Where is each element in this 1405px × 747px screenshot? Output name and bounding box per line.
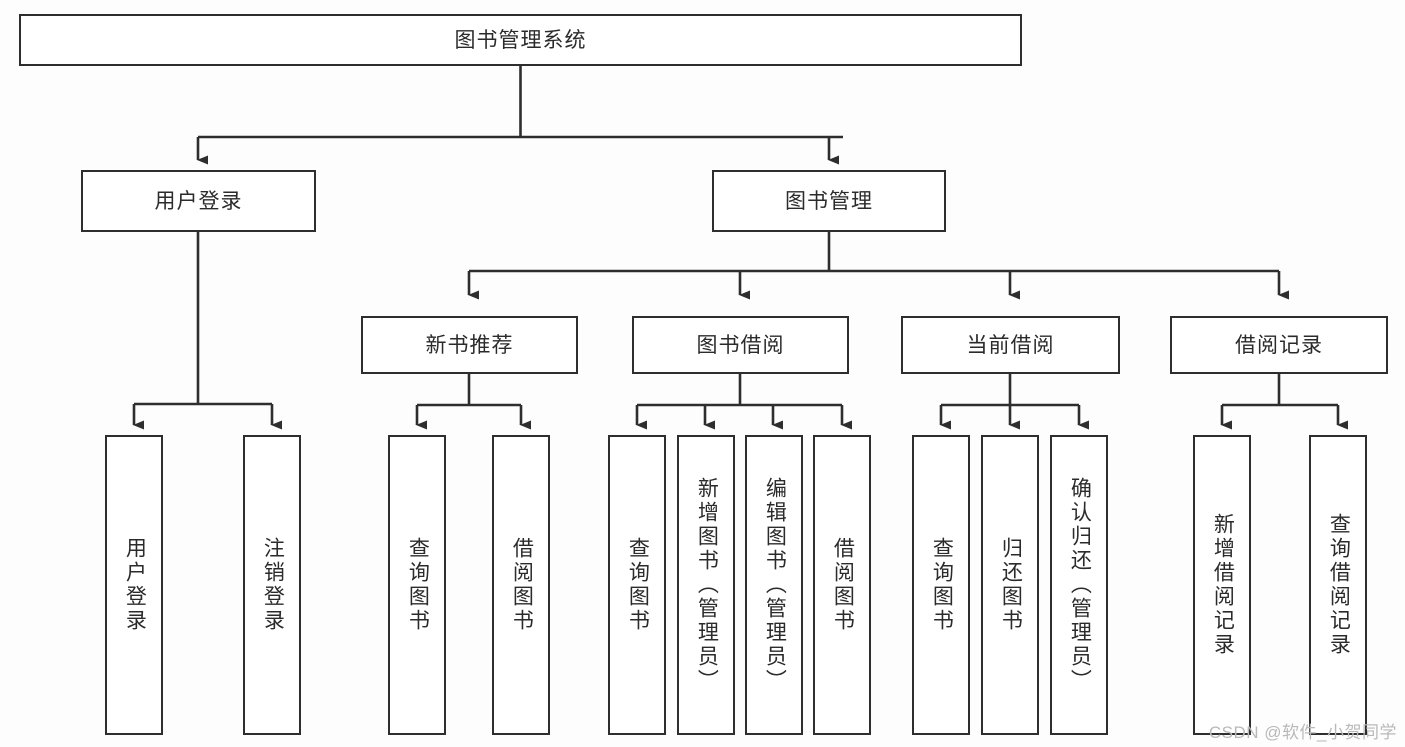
node-new-book-recommend-label: 新书推荐 [425,333,514,357]
leaf-book-borrow-edit[interactable]: 编辑图书（管理员） [745,435,803,735]
leaf-book-borrow-borrow[interactable]: 借阅图书 [813,435,871,735]
leaf-new-book-borrow[interactable]: 借阅图书 [492,435,550,735]
leaf-current-borrow-return-label: 归还图书 [999,537,1023,633]
leaf-user-login-logout-label: 注销登录 [261,537,285,633]
leaf-book-borrow-query[interactable]: 查询图书 [608,435,666,735]
leaf-user-login-login-label: 用户登录 [123,537,147,633]
node-current-borrow-label: 当前借阅 [966,333,1055,357]
leaf-new-book-query[interactable]: 查询图书 [388,435,446,735]
node-user-login[interactable]: 用户登录 [81,170,316,232]
leaf-current-borrow-confirm-return-label: 确认归还（管理员） [1068,477,1092,693]
node-book-borrow[interactable]: 图书借阅 [632,316,849,374]
leaf-borrow-record-query-label: 查询借阅记录 [1327,513,1351,657]
leaf-book-borrow-query-label: 查询图书 [626,537,650,633]
leaf-book-borrow-add[interactable]: 新增图书（管理员） [677,435,735,735]
node-borrow-record[interactable]: 借阅记录 [1170,316,1388,374]
leaf-user-login-logout[interactable]: 注销登录 [243,435,301,735]
node-root[interactable]: 图书管理系统 [19,14,1022,66]
leaf-current-borrow-query[interactable]: 查询图书 [912,435,970,735]
leaf-current-borrow-return[interactable]: 归还图书 [981,435,1039,735]
leaf-book-borrow-add-label: 新增图书（管理员） [695,477,719,693]
leaf-current-borrow-query-label: 查询图书 [930,537,954,633]
node-new-book-recommend[interactable]: 新书推荐 [361,316,578,374]
node-user-login-label: 用户登录 [154,189,243,213]
node-current-borrow[interactable]: 当前借阅 [901,316,1120,374]
leaf-borrow-record-add-label: 新增借阅记录 [1211,513,1235,657]
leaf-borrow-record-query[interactable]: 查询借阅记录 [1309,435,1367,735]
node-book-borrow-label: 图书借阅 [696,333,785,357]
leaf-borrow-record-add[interactable]: 新增借阅记录 [1193,435,1251,735]
node-borrow-record-label: 借阅记录 [1235,333,1323,357]
leaf-book-borrow-borrow-label: 借阅图书 [831,537,855,633]
leaf-current-borrow-confirm-return[interactable]: 确认归还（管理员） [1050,435,1108,735]
leaf-new-book-borrow-label: 借阅图书 [510,537,534,633]
node-root-label: 图书管理系统 [454,28,587,52]
leaf-book-borrow-edit-label: 编辑图书（管理员） [763,477,787,693]
leaf-user-login-login[interactable]: 用户登录 [105,435,163,735]
node-book-management-label: 图书管理 [785,189,873,213]
node-book-management[interactable]: 图书管理 [712,170,946,232]
leaf-new-book-query-label: 查询图书 [406,537,430,633]
